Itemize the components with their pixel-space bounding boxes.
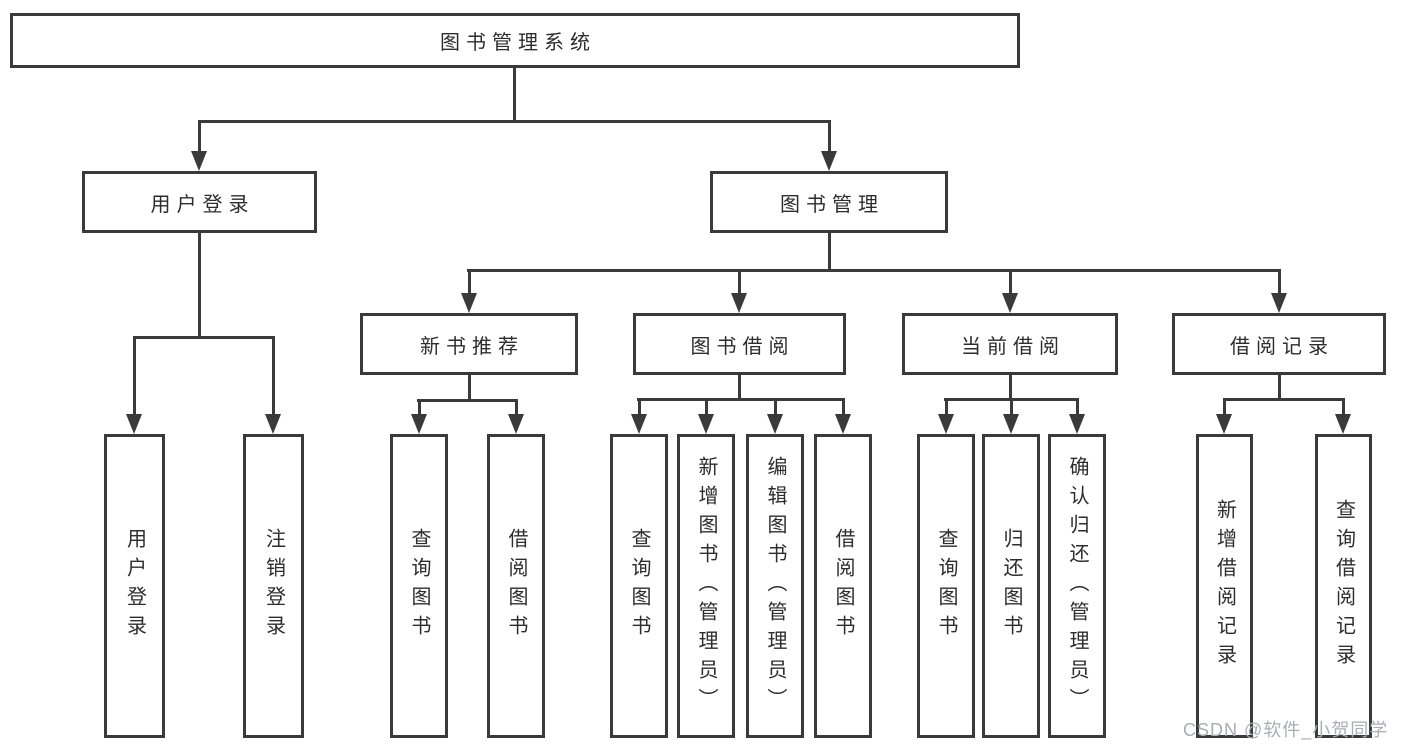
leaf-borrow-book-recommend-label: 借阅图书 (505, 528, 527, 644)
arrow-down-icon (1003, 414, 1019, 434)
node-new-book-recommend-label: 新书推荐 (420, 335, 524, 358)
node-book-management-label: 图书管理 (780, 193, 884, 216)
connector-line (1278, 375, 1281, 398)
leaf-query-book-borrow-label: 查询图书 (628, 528, 650, 644)
leaf-query-borrow-record: 查询借阅记录 (1315, 434, 1372, 738)
leaf-user-login-label: 用户登录 (123, 528, 146, 644)
leaf-logout: 注销登录 (243, 434, 304, 738)
connector-line (418, 399, 421, 414)
leaf-add-borrow-record-label: 新增借阅记录 (1213, 499, 1236, 673)
node-book-management: 图书管理 (710, 171, 948, 233)
arrow-down-icon (191, 151, 207, 171)
arrow-down-icon (938, 414, 954, 434)
leaf-confirm-return-admin: 确认归还（管理员） (1048, 434, 1106, 738)
node-root-label: 图书管理系统 (440, 32, 596, 54)
arrow-down-icon (698, 414, 714, 434)
leaf-query-book-recommend-label: 查询图书 (408, 528, 430, 644)
connector-line (1223, 398, 1226, 414)
arrow-down-icon (767, 414, 783, 434)
connector-line (198, 120, 831, 123)
connector-line (133, 336, 275, 339)
connector-line (1342, 398, 1345, 414)
connector-line (198, 120, 201, 154)
arrow-down-icon (1335, 414, 1351, 434)
connector-line (774, 398, 777, 414)
leaf-return-book-label: 归还图书 (1000, 528, 1022, 644)
arrow-down-icon (1069, 414, 1085, 434)
leaf-add-book-admin: 新增图书（管理员） (677, 434, 735, 738)
leaf-borrow-book-recommend: 借阅图书 (487, 434, 545, 738)
leaf-query-book-recommend: 查询图书 (390, 434, 448, 738)
leaf-confirm-return-admin-label: 确认归还（管理员） (1066, 455, 1088, 717)
connector-line (705, 398, 708, 414)
connector-line (1223, 398, 1345, 401)
connector-line (467, 269, 1281, 272)
connector-line (945, 398, 948, 414)
connector-line (272, 336, 275, 414)
node-current-borrow: 当前借阅 (902, 313, 1118, 375)
leaf-query-book-current-label: 查询图书 (935, 528, 957, 644)
leaf-edit-book-admin: 编辑图书（管理员） (746, 434, 804, 738)
leaf-add-borrow-record: 新增借阅记录 (1196, 434, 1253, 738)
arrow-down-icon (1002, 293, 1018, 313)
leaf-borrow-book-label: 借阅图书 (832, 528, 854, 644)
connector-line (468, 269, 471, 293)
connector-line (842, 398, 845, 414)
connector-line (198, 233, 201, 336)
arrow-down-icon (411, 414, 427, 434)
node-current-borrow-label: 当前借阅 (961, 335, 1065, 358)
arrow-down-icon (631, 414, 647, 434)
leaf-user-login: 用户登录 (104, 434, 165, 738)
connector-line (1076, 398, 1079, 414)
arrow-down-icon (265, 414, 281, 434)
leaf-edit-book-admin-label: 编辑图书（管理员） (764, 455, 786, 717)
leaf-add-book-admin-label: 新增图书（管理员） (695, 455, 717, 717)
connector-line (133, 336, 136, 414)
arrow-down-icon (126, 414, 142, 434)
connector-line (1278, 269, 1281, 293)
leaf-borrow-book: 借阅图书 (814, 434, 872, 738)
leaf-query-borrow-record-label: 查询借阅记录 (1332, 499, 1355, 673)
connector-line (417, 399, 518, 402)
connector-line (513, 68, 516, 120)
connector-line (468, 375, 471, 399)
node-user-login: 用户登录 (82, 171, 317, 233)
connector-line (638, 398, 641, 414)
arrow-down-icon (461, 293, 477, 313)
connector-line (1009, 269, 1012, 293)
node-user-login-label: 用户登录 (150, 193, 255, 216)
arrow-down-icon (1271, 293, 1287, 313)
arrow-down-icon (835, 414, 851, 434)
connector-line (1009, 375, 1012, 398)
connector-line (637, 398, 845, 401)
connector-line (828, 233, 831, 269)
node-book-borrow: 图书借阅 (633, 313, 846, 375)
node-root: 图书管理系统 (10, 13, 1020, 68)
leaf-logout-label: 注销登录 (262, 528, 285, 644)
connector-line (738, 375, 741, 398)
csdn-watermark: CSDN @软件_小贺同学 (1183, 720, 1389, 740)
connector-line (738, 269, 741, 293)
leaf-query-book-current: 查询图书 (917, 434, 975, 738)
connector-line (828, 120, 831, 154)
node-borrow-records-label: 借阅记录 (1230, 335, 1334, 358)
leaf-query-book-borrow: 查询图书 (610, 434, 668, 738)
node-new-book-recommend: 新书推荐 (360, 313, 578, 375)
arrow-down-icon (1216, 414, 1232, 434)
arrow-down-icon (731, 293, 747, 313)
node-book-borrow-label: 图书借阅 (690, 335, 795, 358)
node-borrow-records: 借阅记录 (1172, 313, 1386, 375)
connector-line (1010, 398, 1013, 414)
leaf-return-book: 归还图书 (982, 434, 1040, 738)
arrow-down-icon (821, 151, 837, 171)
connector-line (515, 399, 518, 414)
arrow-down-icon (508, 414, 524, 434)
